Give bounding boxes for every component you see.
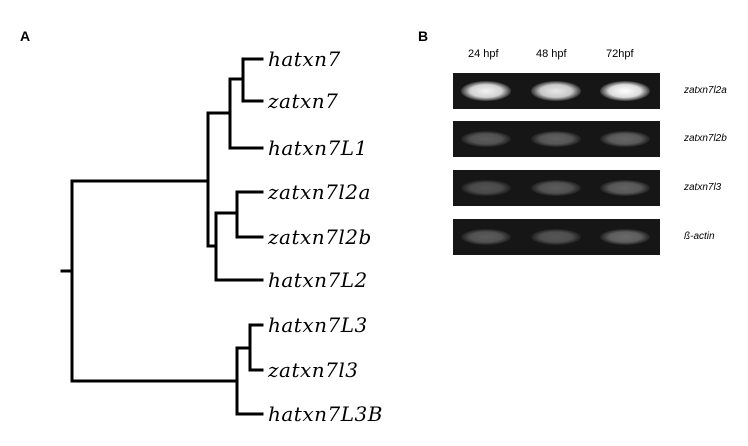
gel-strip-zatxn7l2a [453, 73, 660, 109]
gel-band [461, 229, 511, 245]
gel-strip-beta-actin [453, 219, 660, 255]
gel-band [600, 228, 650, 246]
leaf-label: zatxn7l2b [267, 225, 372, 249]
gel-band [600, 130, 650, 147]
gene-label: zatxn7l2b [684, 133, 727, 144]
gel-band [600, 81, 650, 101]
gel-strip-zatxn7l2b [453, 121, 660, 157]
gel-band [461, 81, 511, 101]
leaf-label: zatxn7l3 [267, 358, 359, 382]
gel-strip-zatxn7l3 [453, 170, 660, 206]
gene-label: ß-actin [684, 231, 715, 242]
leaf-label: zatxn7l2a [267, 180, 371, 204]
leaf-label: hatxn7L3B [268, 402, 383, 426]
leaf-label: hatxn7L2 [268, 268, 368, 292]
lane-label-24hpf: 24 hpf [468, 48, 499, 60]
panel-b-label: B [418, 28, 429, 44]
leaf-label: hatxn7L3 [268, 313, 368, 337]
lane-label-72hpf: 72hpf [606, 48, 634, 60]
gel-band [531, 81, 581, 101]
gel-band [531, 131, 581, 147]
panel-a-label: A [20, 28, 31, 44]
gene-label: zatxn7l2a [684, 85, 727, 96]
leaf-label: hatxn7 [268, 47, 341, 71]
gel-band [600, 180, 650, 196]
lane-label-48hpf: 48 hpf [536, 48, 567, 60]
gene-label: zatxn7l3 [684, 182, 722, 193]
leaf-label: zatxn7 [267, 89, 338, 113]
gel-band [531, 229, 581, 245]
leaf-label: hatxn7L1 [268, 136, 368, 160]
gel-band [461, 180, 511, 196]
gel-band [461, 131, 511, 147]
gel-band [531, 180, 581, 196]
phylogenetic-tree: hatxn7 zatxn7 hatxn7L1 zatxn7l2a zatxn7l… [60, 47, 383, 426]
